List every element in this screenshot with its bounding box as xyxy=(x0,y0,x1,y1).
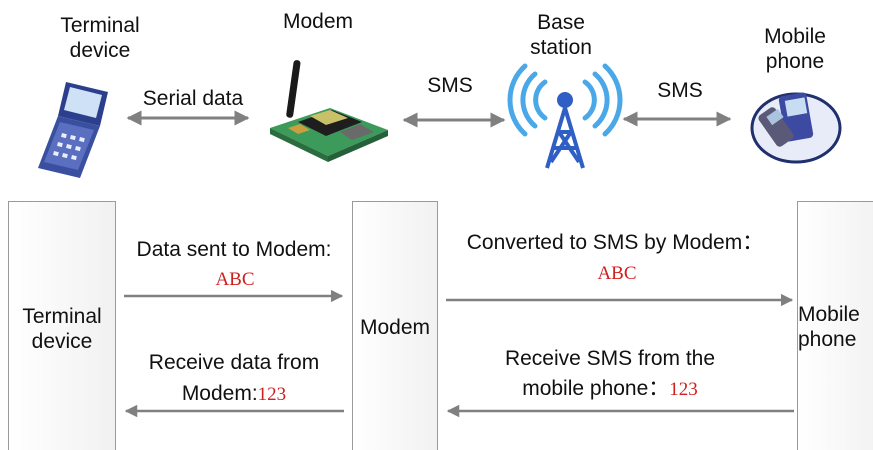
msg-receive-sms-value: 123 xyxy=(669,379,698,400)
msg-receive-data-value: 123 xyxy=(257,384,287,405)
sms-label-1: SMS xyxy=(427,74,473,97)
modem-column xyxy=(352,201,438,450)
msg-receive-sms-label: mobile phone： xyxy=(522,377,670,400)
mobile-phone-column-label: Mobile phone xyxy=(798,303,860,351)
msg-converted-to-sms: Converted to SMS by Modem： xyxy=(466,231,764,254)
modem-label: Modem xyxy=(282,10,354,33)
base-station-label: Base station xyxy=(530,11,592,59)
msg-data-sent-to-modem: Data sent to Modem: xyxy=(136,238,332,261)
msg-data-sent-value: ABC xyxy=(215,269,255,290)
modem-column-label: Modem xyxy=(359,316,431,339)
terminal-device-column xyxy=(8,201,116,450)
top-diagram-graphics xyxy=(38,60,842,178)
base-station-icon xyxy=(507,63,623,169)
msg-receive-data-from-modem-line1: Receive data from xyxy=(148,351,320,374)
msg-receive-sms-line1: Receive SMS from the xyxy=(504,347,716,370)
msg-receive-data-label: Modem: xyxy=(181,382,258,405)
msg-converted-value: ABC xyxy=(597,263,637,284)
sms-label-2: SMS xyxy=(657,79,703,102)
mobile-phone-label: Mobile phone xyxy=(764,25,826,73)
modem-icon xyxy=(270,60,388,162)
serial-data-label: Serial data xyxy=(142,87,244,110)
msg-receive-data-from-modem-line2: Modem:123 xyxy=(122,381,346,407)
terminal-device-icon xyxy=(38,82,108,178)
terminal-device-label: Terminal device xyxy=(60,14,140,62)
mobile-phone-column xyxy=(797,201,873,450)
terminal-device-column-label: Terminal device xyxy=(22,305,102,353)
mobile-phone-icon xyxy=(750,92,842,164)
msg-receive-sms-line2: mobile phone：123 xyxy=(470,376,750,402)
